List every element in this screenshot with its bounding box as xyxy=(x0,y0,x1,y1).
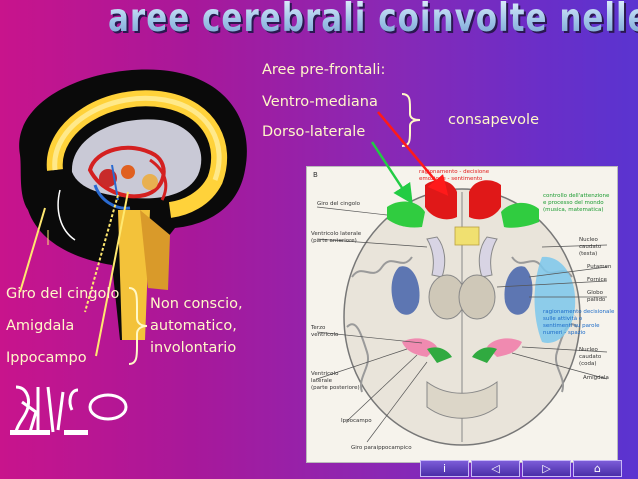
diagram-label-terzo-1: Terzo xyxy=(311,325,326,331)
prefrontal-ventromedial: Ventro-mediana xyxy=(262,94,378,110)
diagram-label-caudato-testa-1: Nucleo caudato xyxy=(579,237,602,250)
diagram-label-ventricolo-ant-1: Ventricolo laterale xyxy=(311,231,362,237)
diagram-blue-line2: sulle attività o xyxy=(543,316,583,322)
diagram-label-caudato-coda: Nucleo caudato (coda) xyxy=(579,347,617,368)
prefrontal-group-label: consapevole xyxy=(448,112,540,128)
diagram-label-caudato-testa-2: (testa) xyxy=(579,251,598,257)
diagram-label-globo-1: Globo xyxy=(587,290,604,296)
diagram-label-caudato-testa: Nucleo caudato (testa) xyxy=(579,237,617,258)
limbic-brace-icon xyxy=(128,287,148,365)
diagram-blue-line1: ragionamento decisionale xyxy=(543,309,615,315)
diagram-label-ippocampo: Ippocampo xyxy=(341,418,372,424)
limbic-group-line2: automatico, xyxy=(150,318,237,334)
limbic-cingulate: Giro del cingolo xyxy=(6,286,120,302)
diagram-label-ventricolo-post-1: Ventricolo xyxy=(311,371,339,377)
diagram-label-ventricolo-ant-2: (parte anteriore) xyxy=(311,238,357,244)
home-button[interactable]: ⌂ xyxy=(573,460,622,477)
limbic-group-line1: Non conscio, xyxy=(150,296,243,312)
info-button[interactable]: i xyxy=(420,460,469,477)
page-title: aree cerebrali coinvolte nelle emozioni xyxy=(108,0,638,51)
diagram-label-fornice: Fornice xyxy=(587,277,607,283)
prefrontal-dorsolateral: Dorso-laterale xyxy=(262,124,366,140)
diagram-label-ventricolo-post-2: laterale xyxy=(311,378,332,384)
diagram-label-globo: Globo pallido xyxy=(587,290,605,304)
diagram-blue-line4: numeri - spazio xyxy=(543,330,586,336)
previous-button[interactable]: ◁ xyxy=(471,460,520,477)
diagram-label-amigdala: Amigdala xyxy=(583,375,609,381)
diagram-label-globo-2: pallido xyxy=(587,297,606,303)
diagram-red-line2: emozione - sentimento xyxy=(419,176,483,182)
diagram-red-label: ragionamento - decisione emozione - sent… xyxy=(419,169,489,183)
diagram-green-line3: (musica, matematica) xyxy=(543,207,604,213)
next-button[interactable]: ▷ xyxy=(522,460,571,477)
diagram-marker: B xyxy=(313,171,318,179)
diagram-label-ventricolo-post: Ventricolo laterale (parte posteriore) xyxy=(311,371,360,392)
limbic-group-line3: involontario xyxy=(150,340,237,356)
slide-navigation: i ◁ ▷ ⌂ xyxy=(420,460,632,479)
diagram-green-line2: e processo del mondo xyxy=(543,200,604,206)
limbic-amygdala: Amigdala xyxy=(6,318,75,334)
prefrontal-heading: Aree pre-frontali: xyxy=(262,62,386,78)
diagram-blue-label: ragionamento decisionale sulle attività … xyxy=(543,309,614,337)
diagram-green-label: controllo dell'attenzione e processo del… xyxy=(543,193,609,214)
diagram-label-putamen: Putamen xyxy=(587,264,612,270)
diagram-blue-line3: sentimenti su parole xyxy=(543,323,600,329)
limbic-hippocampus: Ippocampo xyxy=(6,350,87,366)
diagram-green-line1: controllo dell'attenzione xyxy=(543,193,610,199)
diagram-label-caudato-coda-2: (coda) xyxy=(579,361,597,367)
diagram-label-terzo-2: ventricolo xyxy=(311,332,339,338)
diagram-label-giro: Giro del cingolo xyxy=(317,201,360,207)
prefrontal-brace-icon xyxy=(401,93,421,147)
diagram-label-caudato-coda-1: Nucleo caudato xyxy=(579,347,602,360)
diagram-red-line1: ragionamento - decisione xyxy=(419,169,490,175)
hieroglyph-icon xyxy=(10,385,128,435)
diagram-label-terzo: Terzo ventricolo xyxy=(311,325,338,339)
diagram-label-ventricolo-ant: Ventricolo laterale (parte anteriore) xyxy=(311,231,361,245)
sagittal-brain-illustration xyxy=(19,69,247,357)
diagram-label-giro-para: Giro paraippocampico xyxy=(351,445,412,451)
diagram-label-ventricolo-post-3: (parte posteriore) xyxy=(311,385,360,391)
coronal-section-diagram: B ragionamento - decisione emozione - se… xyxy=(306,166,618,463)
page-title-shadow: aree cerebrali coinvolte nelle emozioni xyxy=(110,0,638,53)
